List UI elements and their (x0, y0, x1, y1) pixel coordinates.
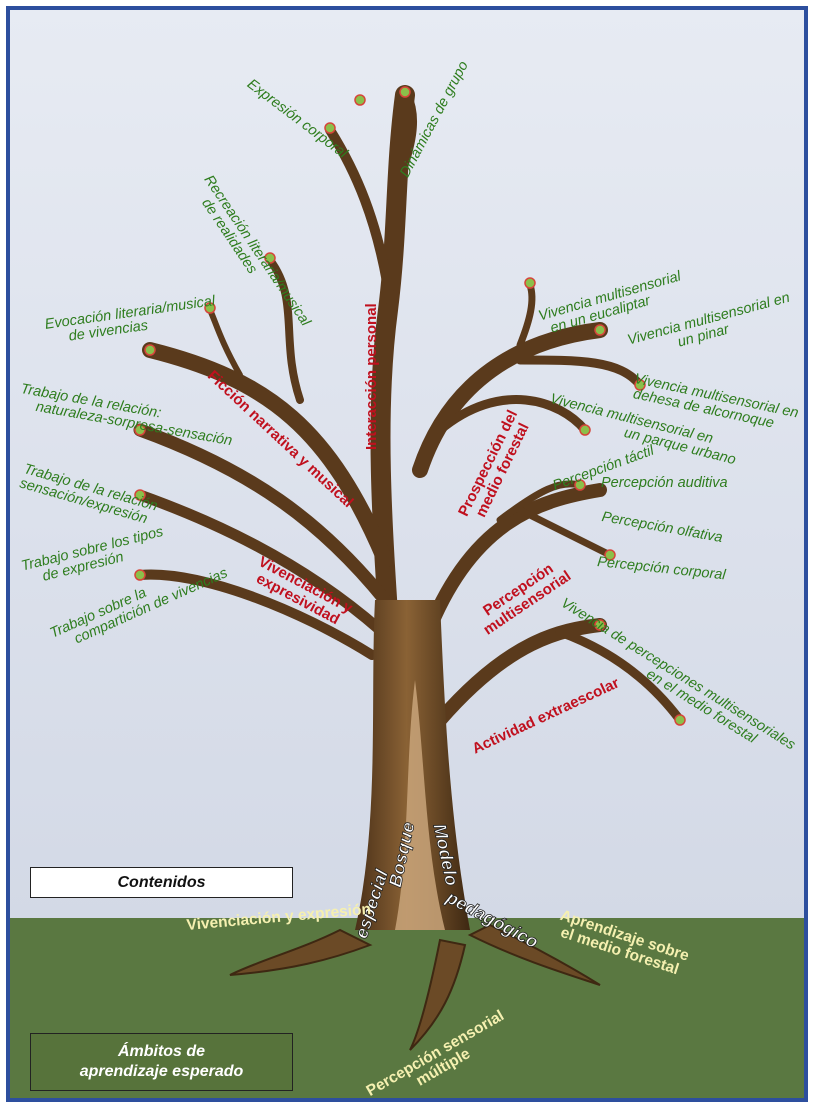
contenidos-label: Contenidos (118, 874, 206, 892)
leaf-percepcion-auditiva: Percepción auditiva (601, 476, 728, 491)
ambitos-line2: aprendizaje esperado (80, 1062, 244, 1082)
branch-interaccion-personal: Interacción personal (364, 303, 380, 450)
ambitos-line1: Ámbitos de (118, 1042, 205, 1062)
ambitos-box: Ámbitos de aprendizaje esperado (30, 1033, 293, 1091)
contenidos-box: Contenidos (30, 867, 293, 898)
